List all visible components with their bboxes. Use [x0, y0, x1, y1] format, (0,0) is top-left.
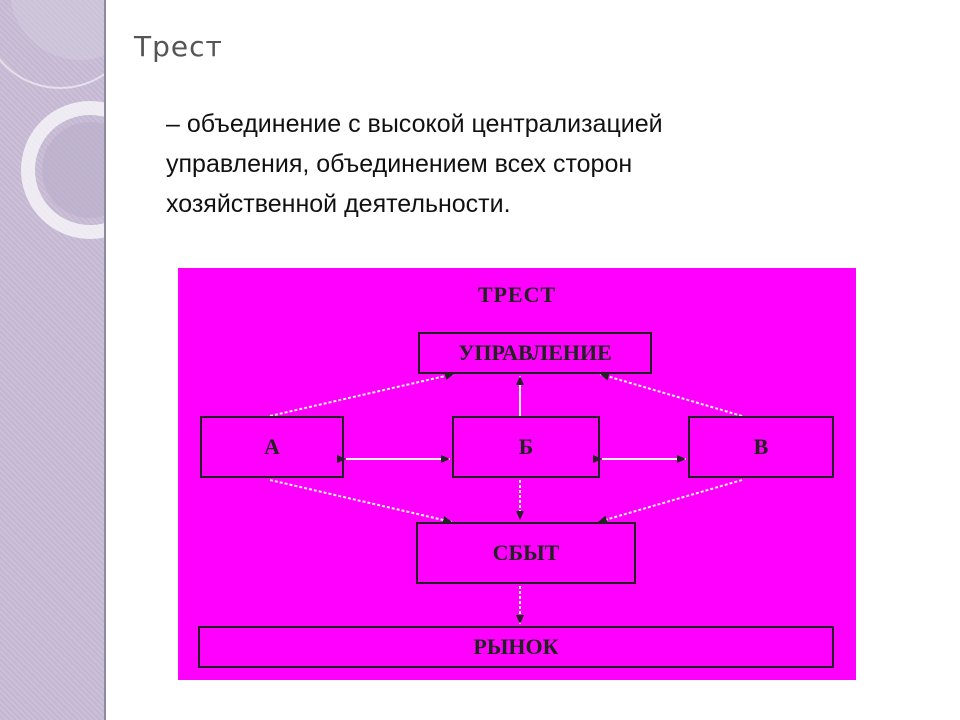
node-b: Б	[452, 416, 600, 478]
diagram-title: ТРЕСТ	[477, 282, 557, 307]
node-v: В	[688, 416, 834, 478]
node-market: РЫНОК	[198, 626, 834, 668]
definition-line: управления, объединением всех сторон	[166, 150, 633, 178]
diagram-connectors	[269, 372, 743, 624]
definition-text: – объединение с высокой централизацией у…	[166, 104, 886, 224]
node-management: УПРАВЛЕНИЕ	[418, 332, 652, 374]
trust-structure-diagram: ТРЕСТ УПРАВЛЕНИЕ А Б В СБЫТ РЫНОК	[178, 268, 856, 680]
arrow-a-to-sales	[269, 479, 453, 524]
arrow-v-to-management	[599, 372, 743, 417]
sidebar-circles-decoration	[0, 0, 104, 239]
definition-line: – объединение с высокой централизацией	[166, 110, 663, 138]
decorative-sidebar	[0, 0, 106, 720]
arrow-a-to-management	[269, 372, 455, 417]
node-a: А	[200, 416, 344, 478]
definition-line: хозяйственной деятельности.	[166, 190, 511, 218]
arrow-v-to-sales	[597, 479, 743, 524]
node-sales: СБЫТ	[416, 522, 636, 584]
slide-title: Трест	[134, 30, 223, 63]
